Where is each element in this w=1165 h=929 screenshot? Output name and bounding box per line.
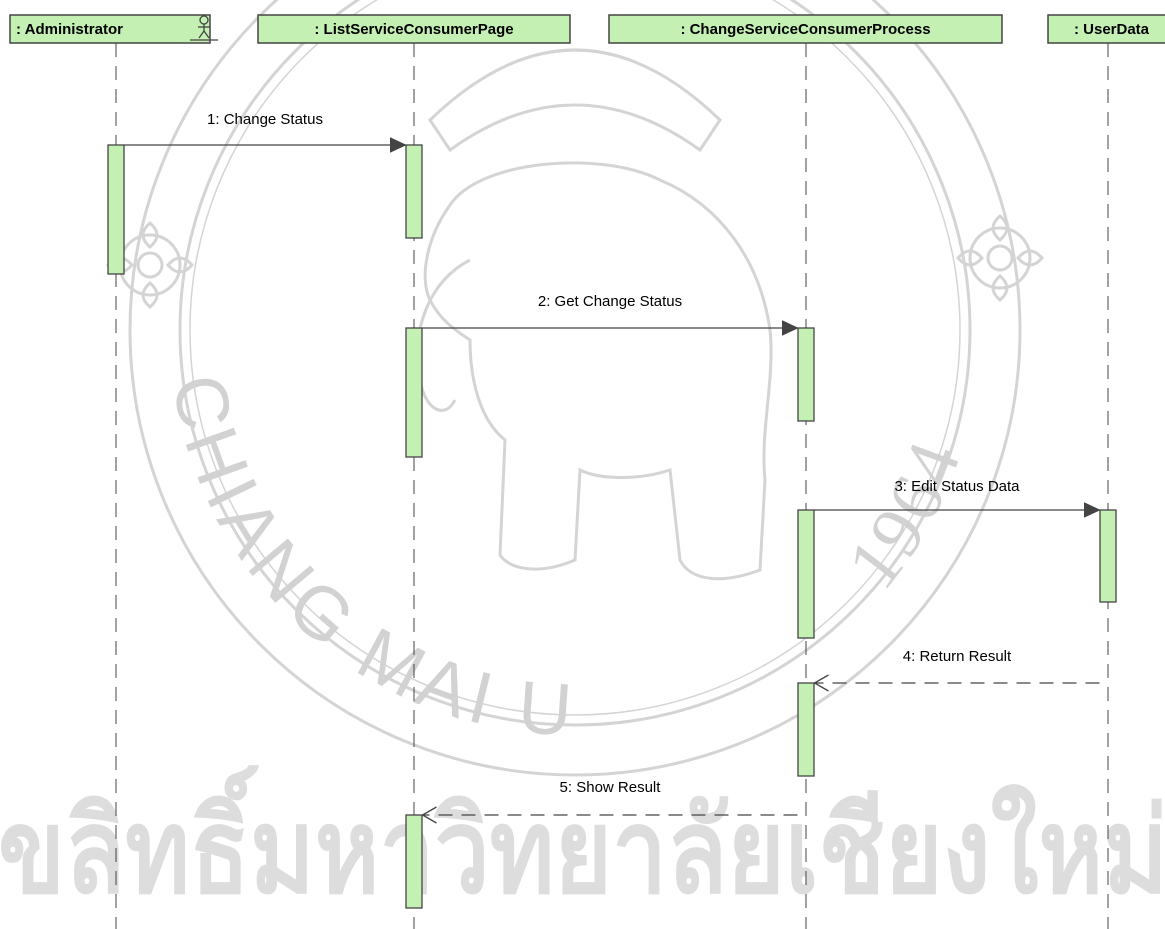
seal-year: 1964 (832, 428, 978, 604)
seal-crown-icon (428, 48, 722, 153)
message-1: 1: Change Status (124, 111, 407, 153)
message-3: 3: Edit Status Data (814, 478, 1101, 518)
lifeline-header-box (9, 14, 211, 44)
seal-inner-ring (178, 0, 972, 727)
seal-outer-ring (128, 0, 1022, 777)
lifeline-header-list: : ListServiceConsumerPage (257, 14, 571, 44)
message-label: 3: Edit Status Data (894, 478, 1020, 495)
message-label: 1: Change Status (207, 111, 323, 128)
lifeline-label: : UserData (1074, 21, 1150, 38)
message-label: 5: Show Result (560, 779, 662, 796)
activation-bar-admin (107, 144, 125, 275)
lifeline-header-change: : ChangeServiceConsumerProcess (608, 14, 1003, 44)
message-label: 2: Get Change Status (538, 293, 682, 310)
university-seal-watermark (106, 0, 1044, 777)
elephant-emblem-icon (423, 161, 773, 581)
activation-bar-change (797, 327, 815, 422)
lifeline-header-user: : UserData (1047, 14, 1165, 44)
filled-arrowhead-icon (390, 137, 407, 153)
thai-watermark-text: ขลิทธิ์มหาวิทยาลัยเชียงใหม่ (0, 765, 1165, 920)
filled-arrowhead-icon (1084, 502, 1101, 518)
right-flower-icon (956, 214, 1044, 302)
lifeline-header-box (1047, 14, 1165, 44)
activation-bar-list (405, 327, 423, 458)
lifeline-label: : ChangeServiceConsumerProcess (680, 21, 930, 38)
filled-arrowhead-icon (782, 320, 799, 336)
seal-core-ring (189, 0, 961, 716)
activation-bar-change (797, 509, 815, 639)
message-2: 2: Get Change Status (422, 293, 799, 336)
stick-figure-icon (190, 15, 218, 41)
lifeline-header-box (608, 14, 1003, 44)
activation-bar-change (797, 682, 815, 777)
lifeline-header-admin: : Administrator (9, 14, 218, 44)
lifeline-label: : Administrator (16, 21, 123, 38)
lifeline-header-box (257, 14, 571, 44)
lifeline-label: : ListServiceConsumerPage (314, 21, 513, 38)
activation-bar-user (1099, 509, 1117, 603)
activation-bar-list (405, 144, 423, 239)
message-4: 4: Return Result (813, 648, 1100, 692)
lifeline-headers-layer: : Administrator : ListServiceConsumerPage… (9, 14, 1165, 44)
activation-bar-list (405, 814, 423, 909)
message-label: 4: Return Result (903, 648, 1012, 665)
messages-layer: 1: Change Status 2: Get Change Status 3: E… (124, 111, 1101, 824)
activation-bars-layer (107, 144, 1117, 909)
